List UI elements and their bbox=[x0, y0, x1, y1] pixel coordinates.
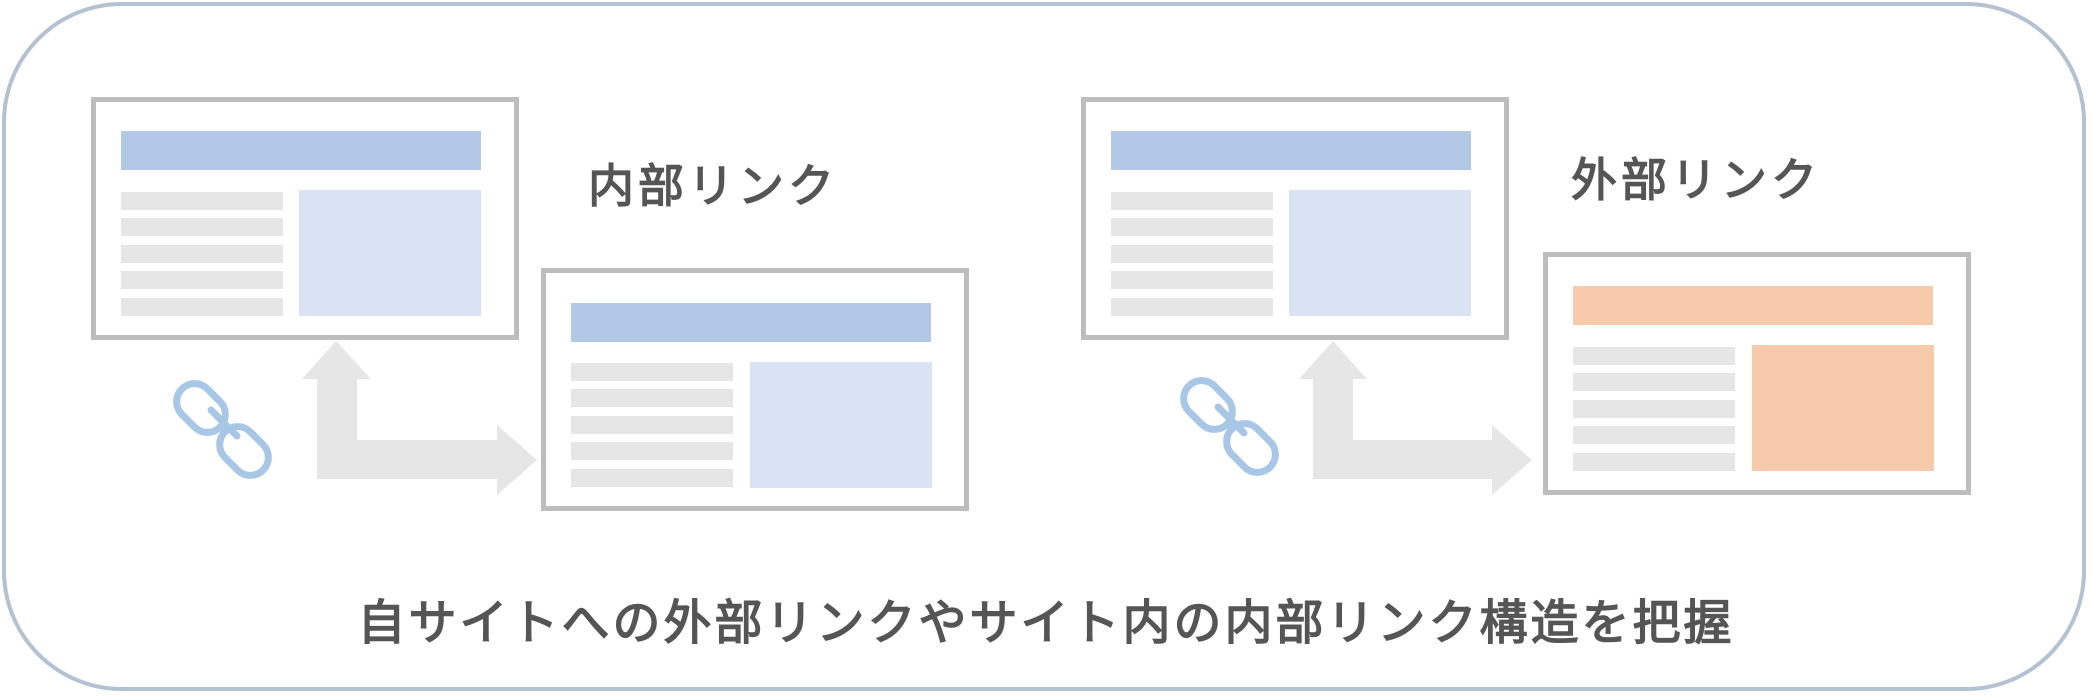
text-line bbox=[571, 416, 733, 434]
target-page-internal bbox=[541, 268, 969, 511]
label-external-link: 外部リンク bbox=[1571, 153, 1821, 207]
text-line bbox=[1573, 373, 1735, 391]
label-internal-link: 内部リンク bbox=[588, 159, 838, 213]
target-page-external bbox=[1543, 252, 1971, 495]
text-line bbox=[1111, 192, 1273, 210]
text-line bbox=[121, 218, 283, 236]
text-line bbox=[1111, 298, 1273, 316]
text-line bbox=[121, 245, 283, 263]
content-pane bbox=[750, 362, 932, 488]
source-page-internal bbox=[91, 97, 519, 340]
caption: 自サイトへの外部リンクやサイト内の内部リンク構造を把握 bbox=[357, 595, 1735, 651]
text-line bbox=[1111, 271, 1273, 289]
content-pane bbox=[1289, 190, 1471, 316]
text-line bbox=[1111, 245, 1273, 263]
page-header-bar bbox=[1573, 286, 1933, 325]
content-pane bbox=[1752, 345, 1934, 471]
text-line bbox=[1573, 453, 1735, 471]
link-chain-icon bbox=[1180, 377, 1279, 476]
text-line bbox=[571, 442, 733, 460]
text-line bbox=[1573, 426, 1735, 444]
text-line bbox=[121, 271, 283, 289]
text-line bbox=[571, 363, 733, 381]
corner-arrow-icon bbox=[1299, 341, 1532, 495]
text-line bbox=[1573, 400, 1735, 418]
page-header-bar bbox=[1111, 131, 1471, 170]
text-line bbox=[1111, 218, 1273, 236]
page-header-bar bbox=[571, 303, 931, 342]
link-chain-icon bbox=[173, 380, 272, 479]
page-header-bar bbox=[121, 131, 481, 170]
text-line bbox=[121, 298, 283, 316]
text-line bbox=[1573, 347, 1735, 365]
text-line bbox=[571, 389, 733, 407]
source-page-external bbox=[1081, 97, 1509, 340]
corner-arrow-icon bbox=[302, 341, 537, 495]
text-line bbox=[121, 192, 283, 210]
content-pane bbox=[299, 190, 481, 316]
text-line bbox=[571, 469, 733, 487]
